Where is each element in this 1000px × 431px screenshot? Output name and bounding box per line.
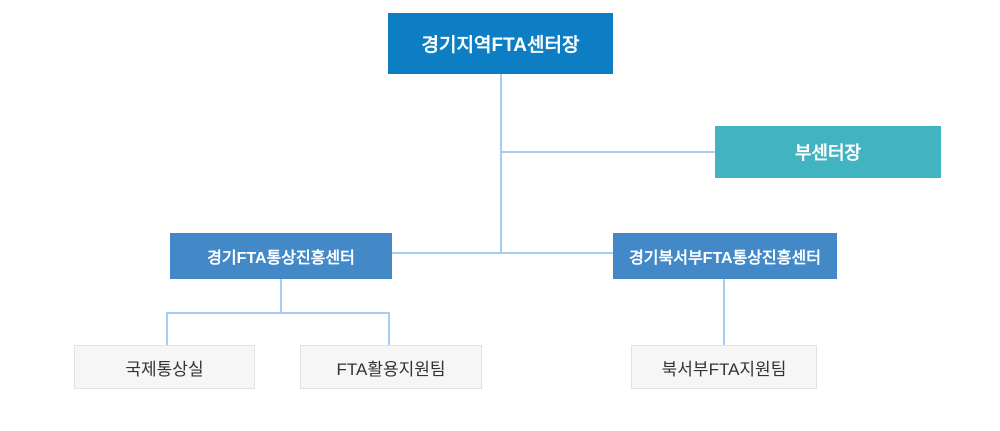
connector-leaf-trade-vertical [166,312,168,345]
org-node-label: 경기FTA통상진흥센터 [207,250,355,267]
connector-deputy-horizontal [500,151,715,153]
connector-root-vertical [500,74,502,253]
connector-center-left-drop [280,279,282,313]
org-node-northwest-fta-support-team: 북서부FTA지원팀 [631,345,817,389]
connector-centers-horizontal [392,252,613,254]
org-node-label: 북서부FTA지원팀 [661,359,787,379]
org-node-deputy-head: 부센터장 [715,126,941,178]
connector-leaf-nw-vertical [723,279,725,345]
org-node-label: FTA활용지원팀 [336,359,446,379]
org-node-center-head: 경기지역FTA센터장 [388,13,613,74]
connector-leaf-fta-vertical [388,312,390,345]
connector-left-leaves-horizontal [166,312,390,314]
org-node-international-trade-office: 국제통상실 [74,345,255,389]
org-node-fta-utilization-team: FTA활용지원팀 [300,345,482,389]
org-node-gyeonggi-fta-center: 경기FTA통상진흥센터 [170,233,392,279]
org-node-label: 경기지역FTA센터장 [421,35,580,56]
org-node-label: 경기북서부FTA통상진흥센터 [629,250,821,267]
org-node-label: 국제통상실 [125,359,204,379]
org-node-label: 부센터장 [794,143,862,163]
org-node-northwest-fta-center: 경기북서부FTA통상진흥센터 [613,233,837,279]
